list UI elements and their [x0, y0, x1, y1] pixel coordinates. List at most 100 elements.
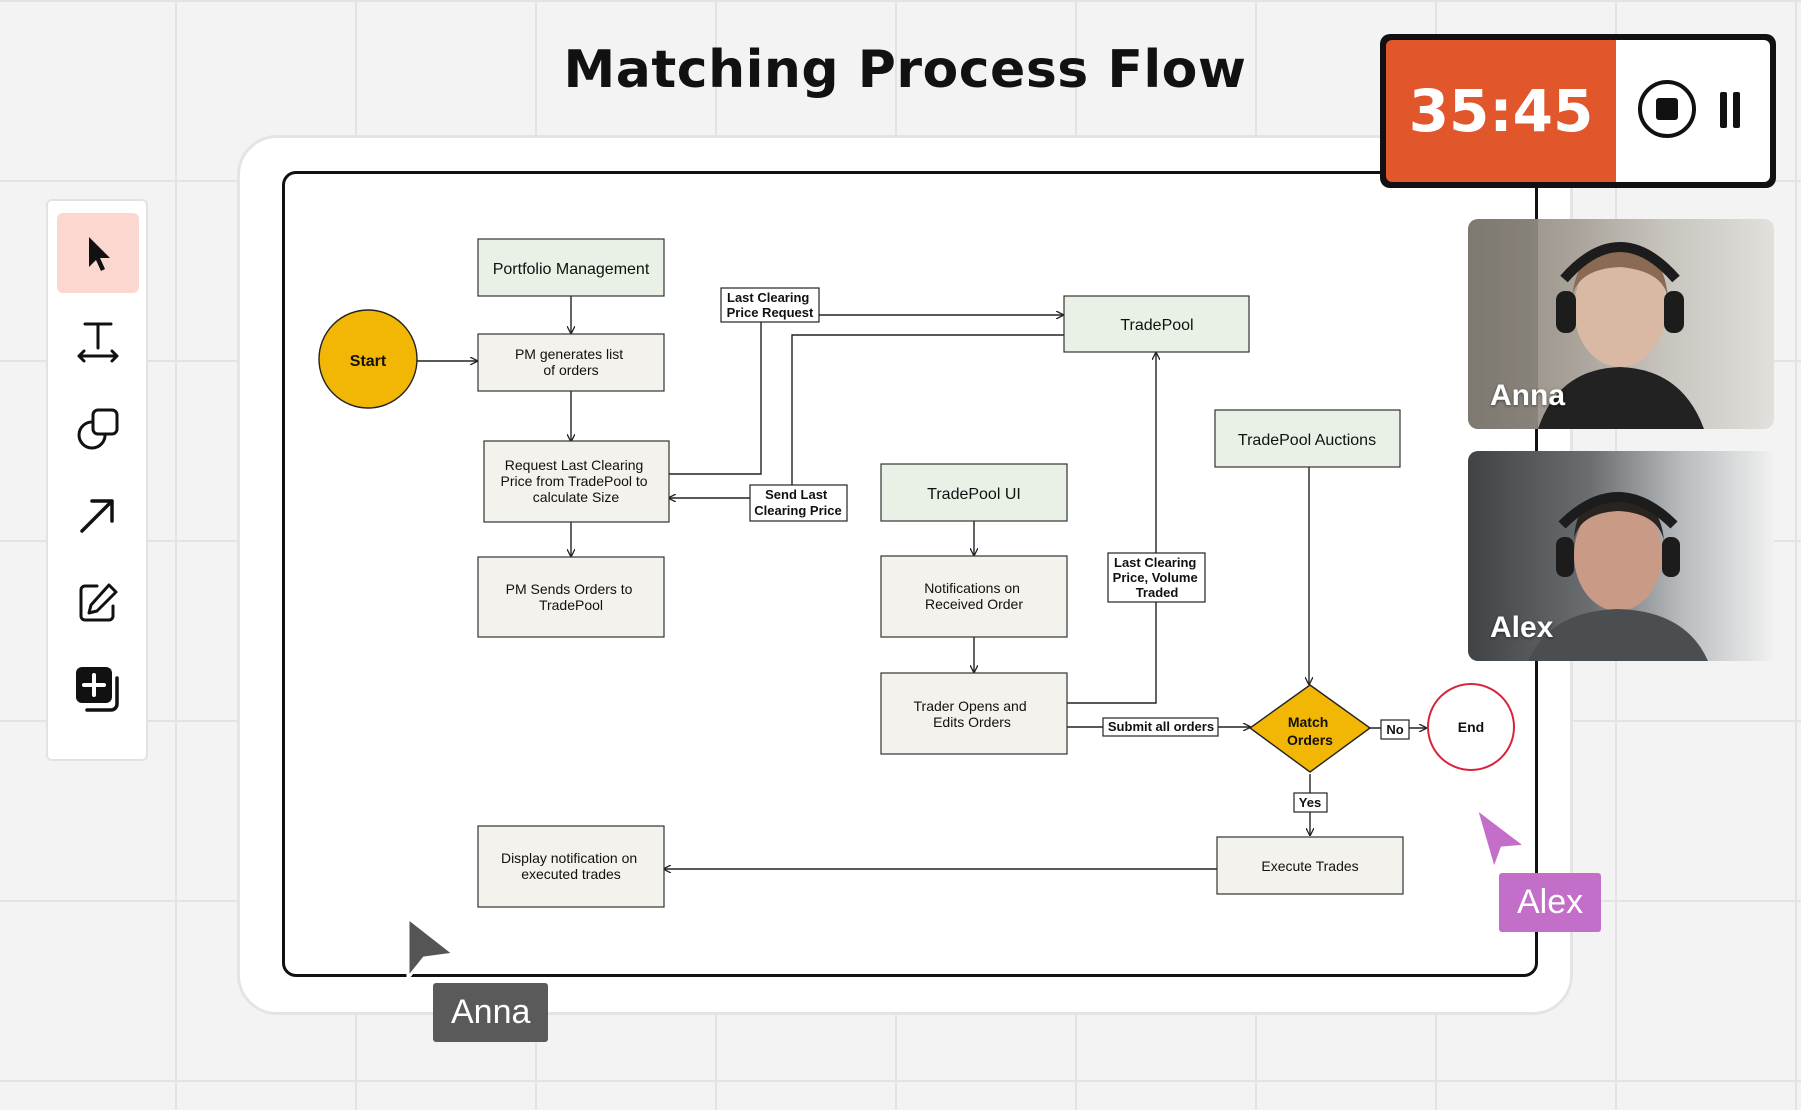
trader-opens-line: Edits Orders: [933, 714, 1011, 730]
match-orders-line: Match: [1288, 714, 1328, 730]
timer-display: 35:45: [1386, 40, 1616, 182]
portfolio-management-node[interactable]: [477, 238, 665, 297]
arrow-tool-button[interactable]: [57, 475, 139, 555]
request-clearing-line: Request Last Clearing: [505, 457, 644, 473]
trader-opens-node[interactable]: [880, 672, 1068, 755]
request-clearing-label: Request Last Clearing Price from TradePo…: [501, 457, 652, 505]
collaborator-cursor-alex: [1474, 806, 1528, 872]
edge-label-yes: Yes: [1299, 795, 1321, 810]
edge-request-tradepool: [669, 315, 1063, 475]
request-clearing-node[interactable]: [483, 440, 670, 523]
edge-label-send-last-clearing: Send Last Clearing Price: [754, 487, 841, 518]
collaborator-cursor-anna: [406, 916, 456, 980]
portfolio-management-label: Portfolio Management: [493, 261, 650, 278]
pm-sends-node[interactable]: [477, 556, 665, 638]
request-clearing-line: calculate Size: [533, 489, 620, 505]
pm-sends-line: PM Sends Orders to: [506, 581, 633, 597]
video-tile-alex[interactable]: Alex: [1468, 451, 1774, 661]
connectors: [417, 296, 1426, 869]
tradepool-ui-node[interactable]: [880, 463, 1068, 522]
display-notification-line: Display notification on: [501, 850, 637, 866]
toolbar: [46, 199, 148, 761]
edge-label-last-clearing-volume: Last Clearing Price, Volume Traded: [1113, 555, 1202, 600]
notifications-label: Notifications on Received Order: [924, 580, 1024, 612]
display-notification-node[interactable]: [477, 825, 665, 908]
edge-label-box: [749, 484, 848, 522]
participant-video: [1528, 492, 1708, 661]
participant-name: Anna: [1490, 379, 1565, 412]
end-node[interactable]: [1427, 683, 1515, 771]
notifications-node[interactable]: [880, 555, 1068, 638]
match-orders-label: Match Orders: [1287, 714, 1333, 748]
tradepool-ui-label: TradePool UI: [927, 486, 1021, 503]
pm-sends-label: PM Sends Orders to TradePool: [506, 581, 637, 613]
start-label: Start: [350, 353, 387, 370]
tradepool-auctions-node[interactable]: [1214, 409, 1401, 468]
edge-label-box: [1107, 552, 1206, 603]
cursor-label-anna: Anna: [433, 983, 549, 1042]
edge-trader-tradepool: [1067, 353, 1156, 704]
trader-opens-label: Trader Opens and Edits Orders: [914, 698, 1031, 730]
display-notification-line: executed trades: [521, 866, 621, 882]
request-clearing-line: Price from TradePool to: [501, 473, 648, 489]
edge-label-no: No: [1386, 722, 1403, 737]
shapes-tool-button[interactable]: [57, 389, 139, 469]
edge-tradepool-request: [669, 334, 1064, 498]
stop-button[interactable]: [1638, 80, 1696, 138]
execute-trades-label: Execute Trades: [1261, 858, 1358, 874]
video-tile-anna[interactable]: Anna: [1468, 219, 1774, 429]
edge-label-box: [1293, 792, 1328, 813]
edge-label-line: Price Request: [727, 305, 814, 320]
cursor-arrow-icon: [89, 237, 110, 271]
edge-label-box: [720, 287, 820, 323]
execute-trades-node[interactable]: [1216, 836, 1404, 895]
edge-label-line: Price, Volume: [1113, 570, 1198, 585]
pm-list-line: PM generates list: [515, 346, 623, 362]
timer-value: 35:45: [1408, 77, 1594, 145]
edge-label-box: [1380, 719, 1410, 740]
pencil-icon: [79, 583, 118, 622]
pm-list-node[interactable]: [477, 333, 665, 392]
select-tool-button[interactable]: [57, 213, 139, 293]
match-orders-node[interactable]: [1248, 684, 1372, 773]
notifications-line: Received Order: [925, 596, 1023, 612]
edge-label-last-clearing-request: Last Clearing Price Request: [727, 290, 814, 320]
stop-icon: [1656, 98, 1678, 120]
participant-video: [1468, 219, 1704, 429]
end-label: End: [1458, 719, 1484, 735]
text-icon: [77, 322, 119, 363]
tradepool-label: TradePool: [1120, 317, 1193, 334]
add-tool-button[interactable]: [57, 649, 139, 729]
edge-label-line: Clearing Price: [754, 503, 841, 518]
display-notification-label: Display notification on executed trades: [501, 850, 641, 882]
text-tool-button[interactable]: [57, 301, 139, 381]
arrow-icon: [80, 499, 114, 533]
page-title: Matching Process Flow: [563, 40, 1247, 100]
edge-label-line: Last Clearing: [1114, 555, 1196, 570]
cursor-label-alex: Alex: [1499, 873, 1602, 932]
pause-button[interactable]: [1718, 92, 1742, 128]
pm-sends-line: TradePool: [539, 597, 603, 613]
edge-label-line: Traded: [1136, 585, 1179, 600]
draw-tool-button[interactable]: [57, 563, 139, 643]
add-icon: [76, 667, 119, 712]
tradepool-auctions-label: TradePool Auctions: [1238, 432, 1376, 449]
pm-list-label: PM generates list of orders: [515, 346, 627, 378]
timer-controls: [1616, 40, 1770, 182]
participant-name: Alex: [1490, 611, 1554, 644]
trader-opens-line: Trader Opens and: [914, 698, 1027, 714]
edge-label-box: [1102, 717, 1219, 737]
pause-icon: [1720, 92, 1727, 128]
edge-label-line: Last Clearing: [727, 290, 809, 305]
session-timer: 35:45: [1380, 34, 1776, 188]
match-orders-line: Orders: [1287, 732, 1333, 748]
shapes-icon: [77, 408, 119, 450]
notifications-line: Notifications on: [924, 580, 1020, 596]
edge-label-line: Send Last: [765, 487, 828, 502]
edge-label-submit-all: Submit all orders: [1108, 719, 1214, 734]
tradepool-node[interactable]: [1063, 295, 1250, 353]
start-node[interactable]: [318, 309, 418, 409]
pm-list-line: of orders: [543, 362, 598, 378]
pause-icon: [1733, 92, 1740, 128]
